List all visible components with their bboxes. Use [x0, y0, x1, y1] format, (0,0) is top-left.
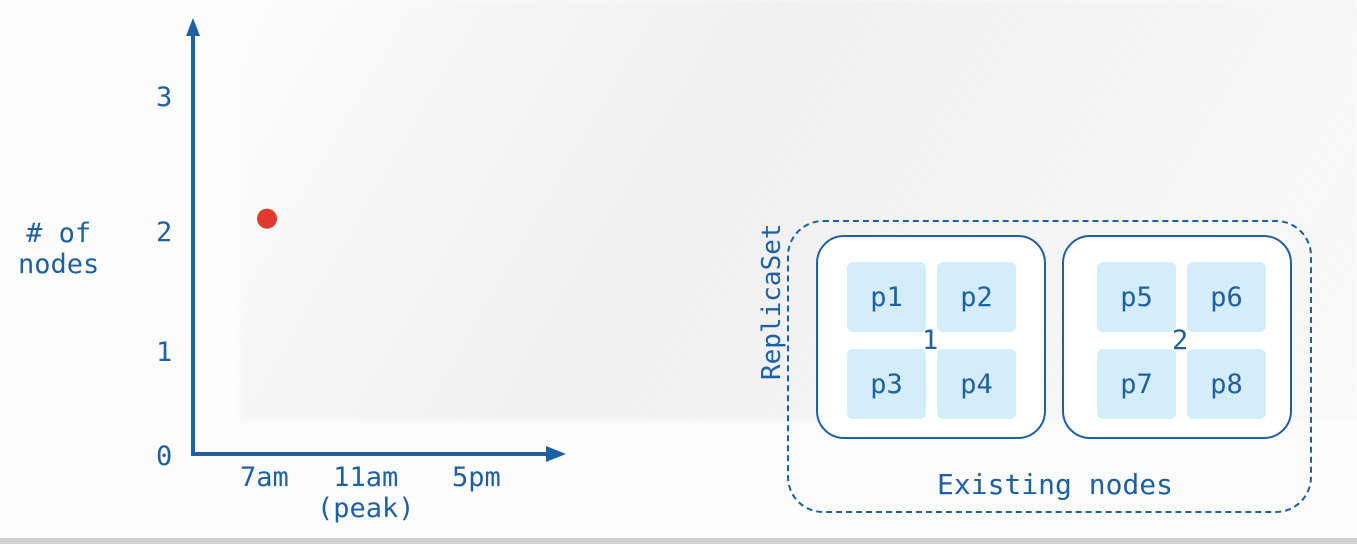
replicaset-label: ReplicaSet — [757, 223, 787, 380]
node-2: p5 p6 p7 p8 2 — [1062, 235, 1292, 439]
y-axis-label-line-1: # of — [26, 218, 92, 249]
data-point — [257, 208, 277, 229]
y-tick-label: 2 — [156, 217, 173, 248]
pod: p5 — [1097, 262, 1176, 332]
pod: p4 — [937, 349, 1016, 419]
x-tick-label-line-2: (peak) — [317, 493, 415, 525]
x-axis-arrowhead — [546, 446, 566, 462]
existing-nodes-label: Existing nodes — [937, 468, 1174, 501]
node-1: p1 p2 p3 p4 1 — [816, 235, 1046, 439]
pod: p6 — [1187, 262, 1266, 332]
x-tick-label: 7am — [240, 462, 289, 493]
pod: p7 — [1097, 349, 1176, 419]
x-tick-label: 5pm — [452, 462, 501, 493]
x-tick-label-line-1: 11am — [333, 462, 399, 493]
pod: p1 — [847, 262, 926, 332]
y-tick-label: 0 — [156, 441, 173, 472]
node-number: 2 — [1172, 325, 1189, 356]
pod: p8 — [1187, 349, 1266, 419]
replicaset-boundary — [787, 220, 1312, 513]
y-axis-arrowhead — [186, 18, 200, 36]
y-axis-label-line-2: nodes — [18, 249, 100, 281]
pod: p2 — [937, 262, 1016, 332]
node-number: 1 — [922, 325, 939, 356]
x-tick-label: 11am (peak) — [317, 462, 415, 524]
y-tick-label: 1 — [156, 337, 173, 368]
pod: p3 — [847, 349, 926, 419]
y-tick-label: 3 — [156, 82, 173, 113]
y-axis-label: # of nodes — [18, 218, 99, 280]
bottom-bar — [0, 538, 1357, 544]
